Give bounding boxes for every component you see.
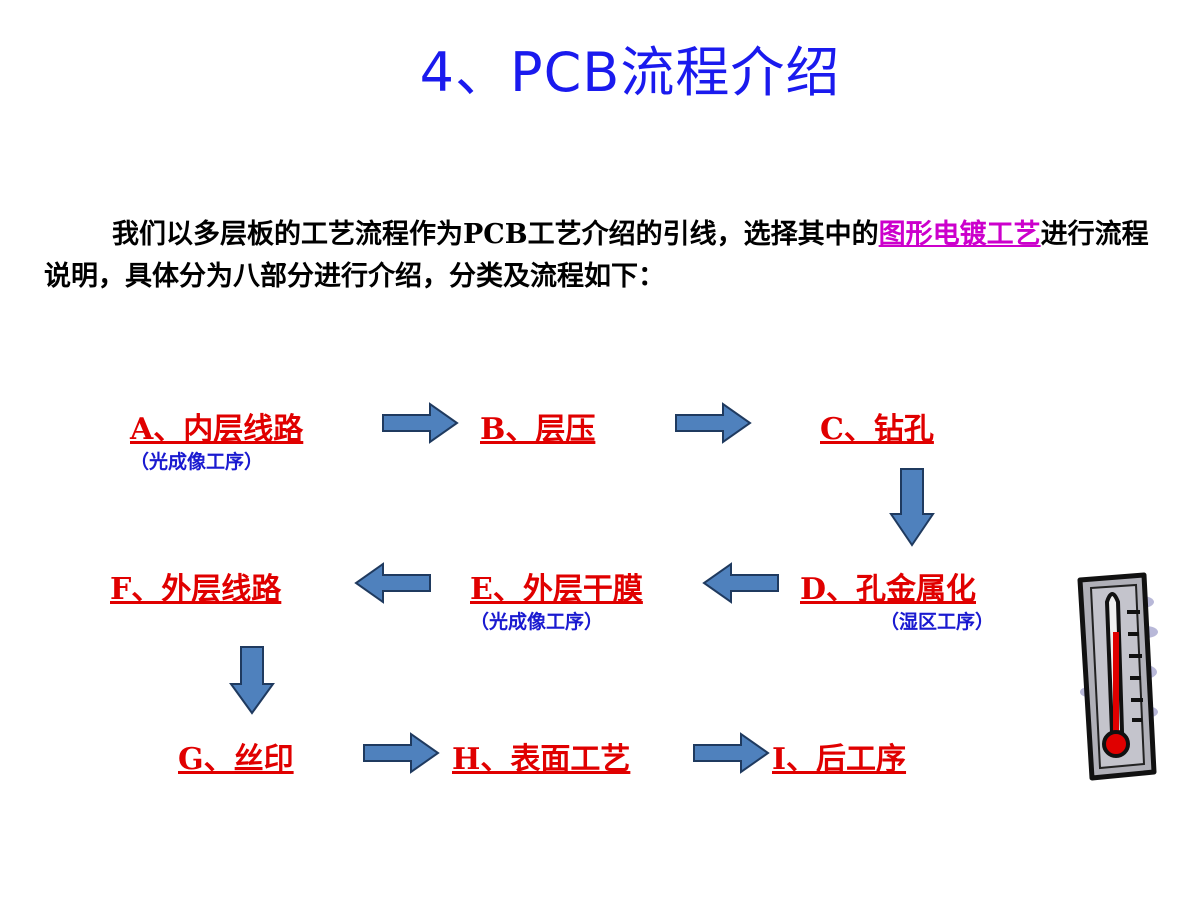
page-title: 4、PCB流程介绍 <box>419 41 841 104</box>
step-c-drilling[interactable]: C、钻孔 <box>820 412 934 447</box>
step-a-note: （光成像工序） <box>130 451 264 473</box>
arrow-left-icon <box>702 562 779 604</box>
thermometer-icon <box>1077 572 1158 781</box>
arrow-right-icon <box>363 732 440 774</box>
intro-text-before: 我们以多层板的工艺流程作为PCB工艺介绍的引线，选择其中的 <box>112 219 879 250</box>
step-a-inner-layer[interactable]: A、内层线路 <box>130 412 304 447</box>
arrow-down-icon <box>889 468 935 547</box>
step-i-post-process[interactable]: I、后工序 <box>772 742 907 777</box>
graphic-plating-link[interactable]: 图形电镀工艺 <box>878 219 1041 250</box>
intro-paragraph: 我们以多层板的工艺流程作为PCB工艺介绍的引线，选择其中的图形电镀工艺进行流程说… <box>44 214 1154 298</box>
arrow-right-icon <box>382 402 459 444</box>
step-d-note: （湿区工序） <box>880 611 995 633</box>
arrow-right-icon <box>693 732 770 774</box>
step-f-outer-circuit[interactable]: F、外层线路 <box>110 572 282 607</box>
step-h-surface-finish[interactable]: H、表面工艺 <box>452 742 631 777</box>
step-g-silkscreen[interactable]: G、丝印 <box>178 742 294 777</box>
step-e-outer-dry-film[interactable]: E、外层干膜 <box>470 572 643 607</box>
step-d-metallization[interactable]: D、孔金属化 <box>800 572 977 607</box>
step-e-note: （光成像工序） <box>470 611 604 633</box>
intro-text-after: 进行流程说明，具体分为八部分进行介绍，分类及流程如下： <box>44 219 1149 292</box>
step-b-lamination[interactable]: B、层压 <box>480 412 596 447</box>
arrow-right-icon <box>675 402 752 444</box>
arrow-down-icon <box>229 646 275 715</box>
arrow-left-icon <box>354 562 431 604</box>
